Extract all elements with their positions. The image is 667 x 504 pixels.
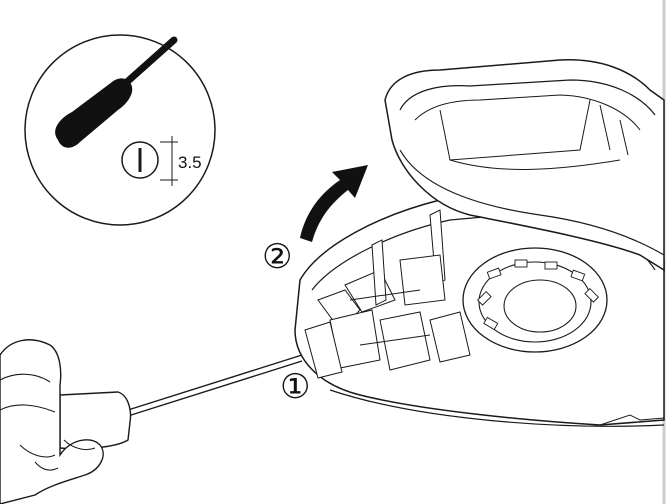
step-1-label: ① — [280, 368, 310, 406]
detail-circle — [24, 34, 216, 226]
cradle-socket — [462, 247, 608, 353]
charger-base — [294, 189, 665, 427]
step-2-label: ② — [262, 238, 292, 276]
tool-detail-callout: 3.5 — [24, 34, 216, 226]
hand-with-screwdriver — [0, 339, 303, 504]
lift-arrow-icon — [300, 165, 368, 242]
charger-lid — [384, 59, 665, 272]
screwdriver-icon — [55, 36, 178, 148]
hand-icon — [0, 339, 104, 504]
dimension-label: 3.5 — [178, 153, 202, 172]
dimension-bracket — [160, 136, 178, 186]
screwdriver-shaft — [127, 354, 303, 411]
screwdriver-handle — [59, 391, 132, 450]
blade-profile-symbol — [121, 141, 159, 179]
